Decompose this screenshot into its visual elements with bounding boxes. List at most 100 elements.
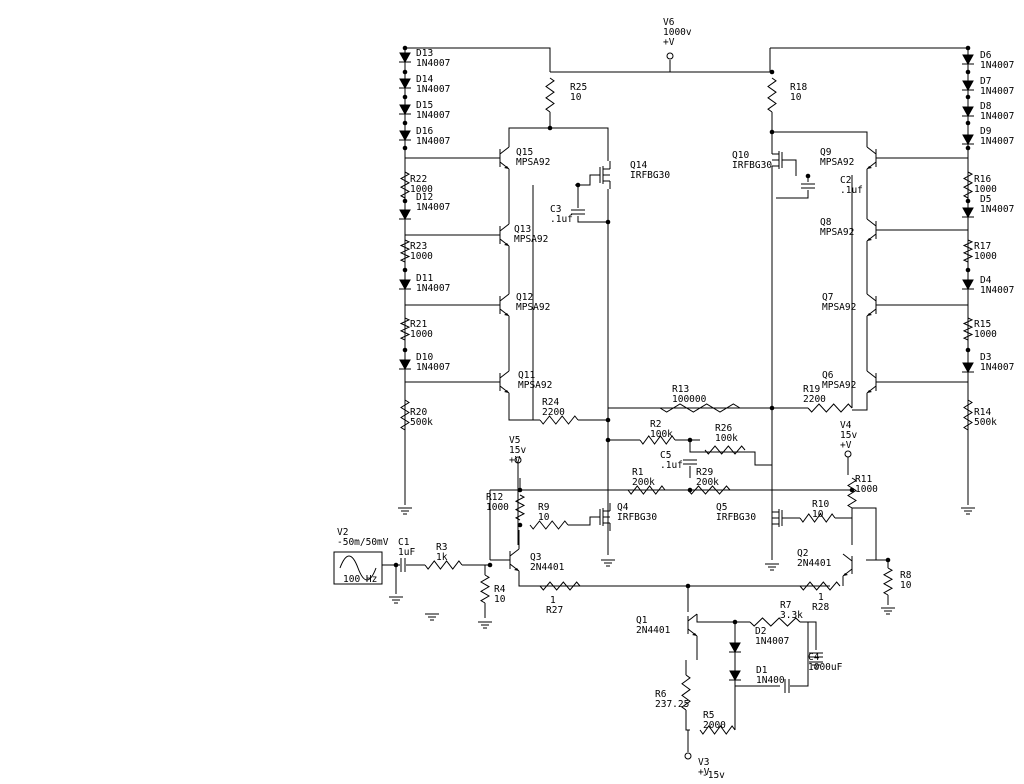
q2-transistor [842, 553, 853, 577]
r11-name: R11 [855, 474, 872, 485]
r3-value: 1k [436, 552, 448, 563]
q14-transistor [599, 161, 611, 189]
right-diode-0 [962, 54, 974, 66]
q4-name: Q4 [617, 502, 629, 513]
r1-value: 200k [632, 477, 655, 488]
r1-resistor [627, 485, 666, 495]
q12-part: MPSA92 [516, 302, 550, 313]
v2-freq: 100 Hz [343, 574, 377, 585]
r8-value: 10 [900, 580, 912, 591]
r16-value: 1000 [974, 184, 997, 195]
c2-value: .1uf [840, 185, 863, 196]
q7-part: MPSA92 [822, 302, 856, 313]
q3-part: 2N4401 [530, 562, 565, 573]
q8-name: Q8 [820, 217, 832, 228]
v5-terminal [514, 456, 522, 464]
right-diode-4 [962, 207, 974, 219]
r6-name: R6 [655, 689, 667, 700]
q11-name: Q11 [518, 370, 535, 381]
c3-capacitor [571, 209, 585, 215]
r5-name: R5 [703, 710, 714, 721]
r23-value: 1000 [410, 251, 433, 262]
d16-name: D16 [416, 126, 433, 137]
r20-value: 500k [410, 417, 433, 428]
d8-name: D8 [980, 101, 992, 112]
q9-transistor [866, 146, 877, 170]
d2-part: 1N4007 [755, 636, 789, 647]
components [333, 52, 975, 760]
d15-part: 1N4007 [416, 110, 450, 121]
r13-resistor [659, 403, 741, 413]
q9-part: MPSA92 [820, 157, 854, 168]
q14-name: Q14 [630, 160, 647, 171]
d5-name: D5 [980, 194, 991, 205]
q6-name: Q6 [822, 370, 834, 381]
c1-name: C1 [398, 537, 410, 548]
r25-name: R25 [570, 82, 587, 93]
c5-capacitor [683, 459, 697, 465]
c4-capacitor [809, 652, 823, 658]
q5-transistor [771, 504, 783, 532]
left-diode-6 [399, 359, 411, 371]
r27-resistor [539, 581, 581, 591]
r26-value: 100k [715, 433, 738, 444]
r15-value: 1000 [974, 329, 997, 340]
v3-sign: +V [698, 767, 710, 778]
r5-resistor [699, 725, 736, 735]
r16-resistor [962, 171, 974, 199]
r7-resistor [749, 617, 801, 627]
d13-part: 1N4007 [416, 58, 450, 69]
r23-resistor [399, 239, 411, 263]
r20-name: R20 [410, 407, 427, 418]
q4-ground [601, 559, 615, 567]
r10-value: 10 [812, 509, 824, 520]
r11-value: 1000 [855, 484, 878, 495]
v6-value: 1000v [663, 27, 692, 38]
d1-name: D1 [756, 665, 768, 676]
d6-part: 1N4007 [980, 60, 1014, 71]
q13-name: Q13 [514, 224, 531, 235]
r14-value: 500k [974, 417, 997, 428]
r2-value: 100k [650, 429, 673, 440]
right-chain-ground [961, 507, 975, 515]
v2-value: -50m/50mV [337, 537, 389, 548]
left-diode-1 [399, 78, 411, 90]
r23-name: R23 [410, 241, 427, 252]
v6-name: V6 [663, 17, 675, 28]
v4-terminal [844, 450, 852, 458]
r28-value: 1 [818, 592, 824, 603]
c5-name: C5 [660, 450, 671, 461]
d3-part: 1N4007 [980, 362, 1014, 373]
v3-name: V3 [698, 757, 709, 768]
c1-capacitor [400, 558, 406, 572]
c4-value: 1000uF [808, 662, 843, 673]
d7-part: 1N4007 [980, 86, 1014, 97]
q7-transistor [866, 293, 877, 317]
left-diode-2 [399, 104, 411, 116]
r7-value: 3.3k [780, 610, 803, 621]
r20-resistor [400, 399, 410, 431]
r13-value: 100000 [672, 394, 707, 405]
r2-resistor [639, 435, 676, 445]
d12-part: 1N4007 [416, 202, 450, 213]
c2-name: C2 [840, 175, 851, 186]
d4-part: 1N4007 [980, 285, 1014, 296]
r13-name: R13 [672, 384, 689, 395]
c4-ground [809, 661, 823, 669]
r22-value: 1000 [410, 184, 433, 195]
q5-ground [765, 563, 779, 571]
r24-resistor [539, 415, 579, 425]
q3-transistor [509, 548, 520, 572]
d8-part: 1N4007 [980, 111, 1014, 122]
d12-name: D12 [416, 192, 433, 203]
r8-name: R8 [900, 570, 912, 581]
left-diode-4 [399, 209, 411, 221]
q5-part: IRFBG30 [716, 512, 756, 523]
q11-part: MPSA92 [518, 380, 552, 391]
r9-name: R9 [538, 502, 550, 513]
r28-resistor [799, 581, 841, 591]
r7-name: R7 [780, 600, 791, 611]
c3-name: C3 [550, 204, 561, 215]
d14-name: D14 [416, 74, 433, 85]
